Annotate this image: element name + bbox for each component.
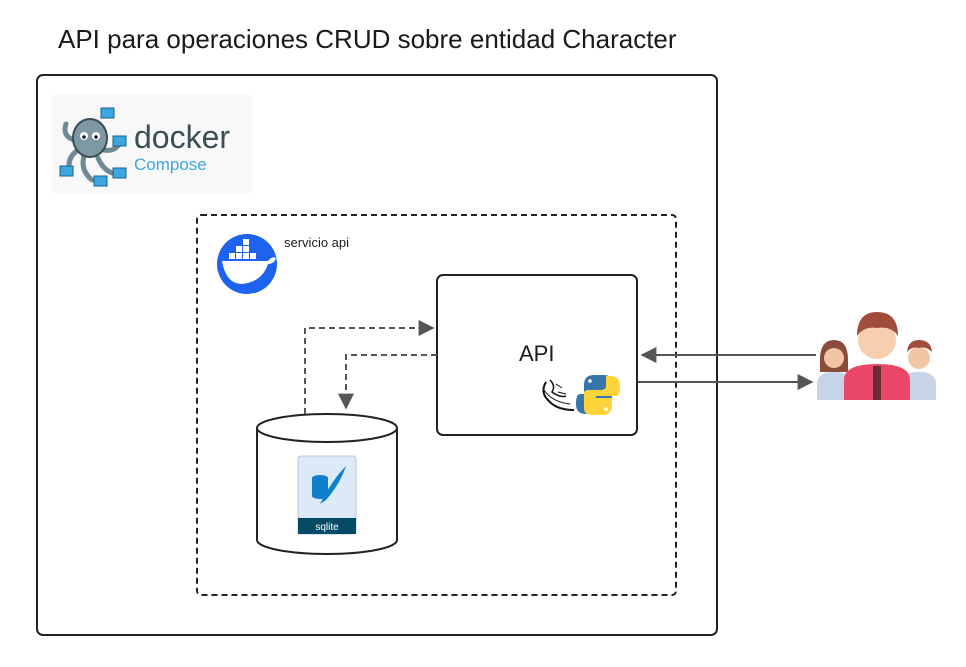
- page-title: API para operaciones CRUD sobre entidad …: [58, 24, 677, 54]
- compose-wordmark: Compose: [134, 155, 207, 174]
- docker-wordmark: docker: [134, 119, 230, 155]
- docker-compose-octopus-icon: [59, 107, 127, 187]
- sqlite-database: sqlite: [256, 413, 398, 555]
- sqlite-badge-label: sqlite: [315, 522, 339, 533]
- sqlite-icon: sqlite: [297, 455, 357, 535]
- api-to-db-connector: [338, 354, 437, 410]
- docker-compose-logo: docker Compose: [52, 95, 252, 193]
- service-label: servicio api: [284, 235, 349, 250]
- flask-icon: [542, 379, 575, 411]
- api-label: API: [519, 341, 554, 366]
- db-to-api-connector: [304, 320, 435, 414]
- users-group-icon: [817, 312, 936, 400]
- python-icon: [576, 375, 620, 415]
- docker-whale-icon: [217, 234, 277, 294]
- api-service-container: [196, 214, 677, 596]
